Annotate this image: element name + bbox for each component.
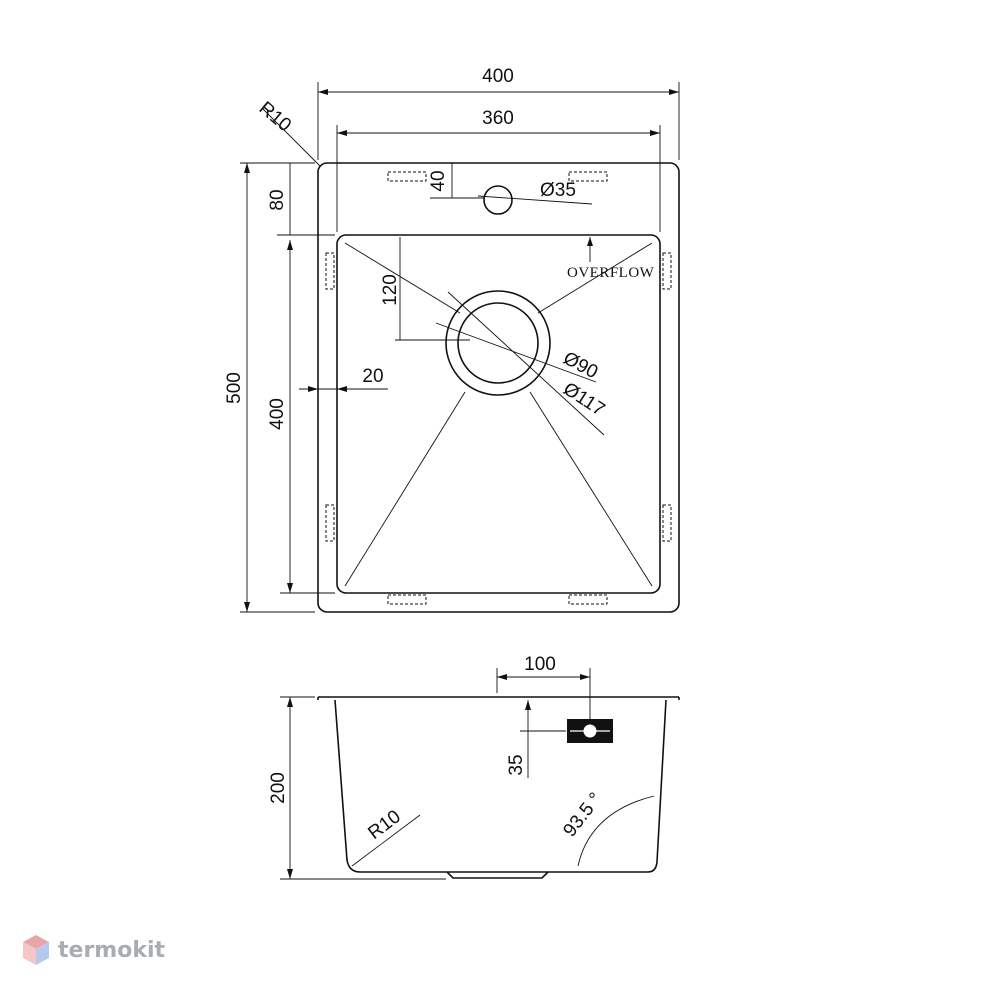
- dim-drain-outer: Ø117: [559, 379, 608, 421]
- dim-overflow-offset-x: 100: [524, 654, 556, 675]
- dim-side-margin: 20: [362, 366, 383, 387]
- dim-width-outer: 400: [482, 66, 514, 87]
- overflow-label: OVERFLOW: [567, 265, 655, 281]
- bowl-outline: [336, 234, 661, 594]
- top-view: 400 360 R10 500 80 400 40 Ø35: [224, 66, 680, 613]
- dim-depth: 200: [268, 772, 289, 804]
- tap-hole: [483, 185, 513, 215]
- dim-tap-offset: 40: [428, 170, 449, 191]
- dim-overflow-offset-y: 35: [506, 754, 527, 775]
- dim-drain-offset: 120: [380, 274, 401, 306]
- dim-wall-angle: 93.5 °: [559, 789, 606, 841]
- dim-offset-top: 80: [267, 189, 288, 210]
- dim-drain-inner: Ø90: [560, 348, 602, 383]
- dim-corner-radius: R10: [255, 98, 295, 136]
- brand-name: termokit: [58, 937, 166, 963]
- drain-outer-circle: [445, 290, 551, 396]
- dim-width-inner: 360: [482, 108, 514, 129]
- sink-outer-outline: [317, 162, 680, 613]
- dim-height-bowl: 400: [267, 398, 288, 430]
- dim-bottom-radius: R10: [364, 806, 404, 844]
- drain-inner-circle: [457, 302, 539, 384]
- bowl-profile: [334, 699, 667, 873]
- cube-logo-icon: [23, 935, 49, 965]
- side-view: 100 35 200 R10 93.5 °: [268, 654, 680, 880]
- brand: termokit: [22, 934, 165, 966]
- dim-height-total: 500: [224, 372, 245, 404]
- dim-tap-hole: Ø35: [540, 180, 576, 201]
